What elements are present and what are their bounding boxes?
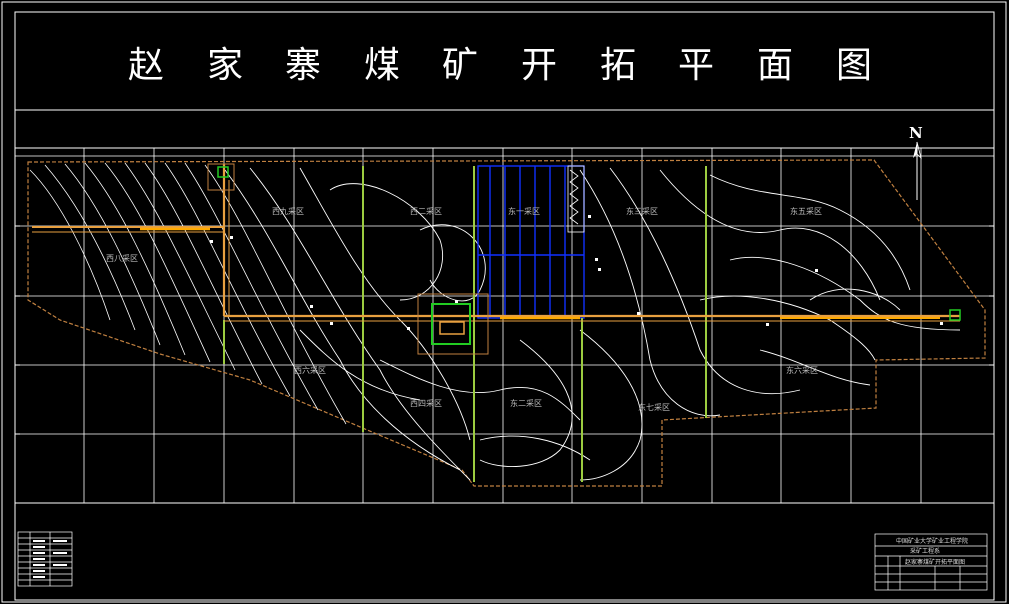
- title-char: 图: [836, 45, 872, 86]
- zone-label: 东三采区: [626, 206, 658, 216]
- north-arrow: N: [909, 124, 923, 200]
- title-char: 拓: [600, 45, 636, 86]
- title-block-drawing-name: 赵家寨煤矿开拓平面图: [905, 558, 965, 566]
- north-arrow-icon: [913, 142, 917, 158]
- title-char: 寨: [285, 45, 321, 86]
- title-char: 煤: [364, 45, 400, 86]
- zone-label: 东一采区: [508, 206, 540, 216]
- shaft-yard: [207, 163, 961, 355]
- zone-label: 西八采区: [106, 253, 138, 263]
- zone-label: 西二采区: [410, 206, 442, 216]
- north-label: N: [909, 124, 923, 142]
- frame-ticks: [15, 225, 994, 435]
- legend-table: [17, 531, 73, 587]
- fault-zone: [567, 165, 585, 233]
- title-block-department: 采矿工程系: [910, 547, 940, 555]
- contour-lines: [224, 167, 961, 481]
- title-block-school: 中国矿业大学矿业工程学院: [896, 537, 968, 545]
- zone-label: 西四采区: [410, 398, 442, 408]
- title-char: 矿: [442, 45, 478, 86]
- zone-label: 东二采区: [510, 398, 542, 408]
- title-block: 中国矿业大学矿业工程学院 采矿工程系 赵家寨煤矿开拓平面图: [874, 533, 988, 591]
- zone-label: 东七采区: [638, 402, 670, 412]
- title-char: 家: [207, 45, 243, 86]
- title-char: 面: [757, 45, 793, 86]
- zone-labels: 西九采区 西八采区 西二采区 东一采区 东三采区 东五采区 西六采区 西四采区 …: [106, 206, 822, 412]
- main-roadways: [32, 164, 960, 322]
- survey-points: [210, 215, 943, 330]
- zone-label: 东六采区: [786, 365, 818, 375]
- zone-label: 东五采区: [790, 206, 822, 216]
- title-char: 平: [678, 45, 714, 86]
- minefield-boundary: [27, 159, 986, 487]
- title-char: 赵: [128, 45, 164, 86]
- zone-label: 西九采区: [272, 206, 304, 216]
- mined-out-hatch: [29, 162, 347, 425]
- panel-boundaries: [223, 166, 707, 482]
- title-char: 开: [521, 45, 557, 86]
- drawing-title: 赵 家 寨 煤 矿 开 拓 平 面 图: [128, 45, 872, 86]
- zone-label: 西六采区: [294, 365, 326, 375]
